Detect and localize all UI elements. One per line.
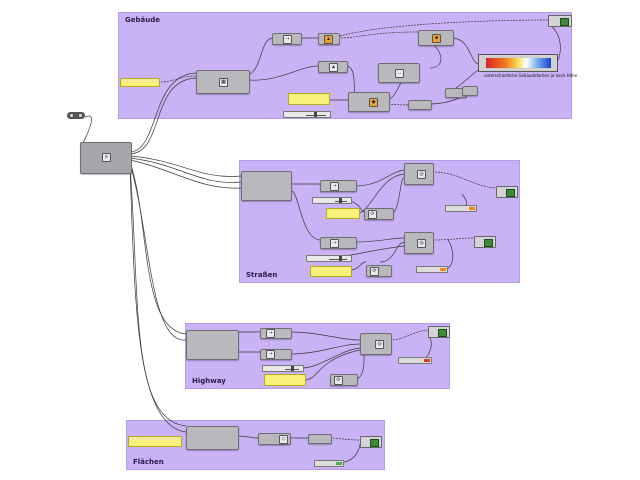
component-icon: ▦ xyxy=(219,78,228,87)
component-icon: ⇢ xyxy=(266,350,275,359)
preview-icon xyxy=(438,329,447,337)
yellow-panel[interactable] xyxy=(264,374,306,386)
group-title: Highway xyxy=(192,377,226,385)
component-icon: ⇢ xyxy=(283,35,292,44)
component-icon: ⟳ xyxy=(368,210,377,219)
color-swatch-icon xyxy=(469,207,475,210)
colour-swatch[interactable] xyxy=(445,205,477,212)
pipe-node-highway[interactable]: ◎ xyxy=(360,333,392,355)
component-icon: ↔ xyxy=(395,69,404,78)
preview-icon xyxy=(484,239,493,247)
boundary-node[interactable]: ◇ xyxy=(258,433,291,445)
slider-knob[interactable] xyxy=(291,366,294,371)
join-node[interactable]: ⇢ xyxy=(320,180,357,192)
preview-icon xyxy=(560,18,569,26)
slider-knob[interactable] xyxy=(339,256,342,261)
number-slider[interactable] xyxy=(283,111,331,118)
gradient-caption: unterschiedliche Gebäudefarben je nach H… xyxy=(484,73,578,78)
areas-filter-node[interactable] xyxy=(186,426,239,450)
custom-preview-node[interactable] xyxy=(360,436,382,448)
remap-node[interactable]: ■ xyxy=(418,30,454,46)
round-node-highway[interactable]: ⟳ xyxy=(330,374,358,386)
component-icon: ▲ xyxy=(329,63,338,72)
number-slider[interactable] xyxy=(306,255,352,262)
component-icon: ≡ xyxy=(102,153,111,162)
component-icon: ◎ xyxy=(417,239,426,248)
component-icon: ◎ xyxy=(417,170,426,179)
custom-preview-node[interactable] xyxy=(428,326,450,338)
group-title: Flächen xyxy=(133,458,164,466)
pipe-node-2[interactable]: ◎ xyxy=(404,232,434,254)
component-icon: ◇ xyxy=(279,435,288,444)
color-swatch-icon xyxy=(336,462,342,465)
component-icon: ⇢ xyxy=(330,182,339,191)
slider-track xyxy=(329,258,347,260)
gradient-icon[interactable] xyxy=(478,54,558,72)
color-swatch-icon xyxy=(440,268,446,271)
slider-knob[interactable] xyxy=(339,198,342,203)
join-node-areas[interactable] xyxy=(308,434,332,444)
toggle-icon[interactable] xyxy=(67,112,85,119)
yellow-panel[interactable] xyxy=(128,436,182,447)
colour-swatch[interactable] xyxy=(398,357,432,364)
component-icon: ⟳ xyxy=(334,376,343,385)
component-icon: ⇢ xyxy=(266,329,275,338)
component-icon: ⟳ xyxy=(370,267,379,276)
yellow-panel[interactable] xyxy=(326,208,360,219)
colour-swatch[interactable] xyxy=(416,266,448,273)
gradient-input-node-2[interactable] xyxy=(462,86,478,96)
building-filter-node[interactable]: ▦ xyxy=(196,70,250,94)
join-node-highway[interactable]: ⇢ xyxy=(260,328,292,339)
component-icon: ⇢ xyxy=(330,239,339,248)
join-node-highway-2[interactable]: ⇢ xyxy=(260,349,292,360)
yellow-panel[interactable] xyxy=(120,78,160,87)
merge-icon: ◆ xyxy=(369,98,378,107)
gradient-bar xyxy=(486,58,551,68)
extrude-icon: ▲ xyxy=(324,35,333,44)
preview-icon xyxy=(370,439,379,447)
number-slider[interactable] xyxy=(312,197,352,204)
component-icon: ■ xyxy=(432,34,441,43)
round-node[interactable]: ⟳ xyxy=(364,208,394,220)
number-slider[interactable] xyxy=(262,365,304,372)
colour-swatch[interactable] xyxy=(314,460,344,467)
extrude-node[interactable]: ▲ xyxy=(318,33,340,45)
join-node-2[interactable]: ⇢ xyxy=(320,237,357,249)
length-node[interactable]: ▲ xyxy=(318,61,348,73)
preview-icon xyxy=(506,189,515,197)
custom-preview-node[interactable] xyxy=(548,15,572,27)
component-icon: ◎ xyxy=(375,340,384,349)
group-title: Gebäude xyxy=(125,16,160,24)
custom-preview-node[interactable] xyxy=(496,186,518,198)
custom-preview-node[interactable] xyxy=(474,236,496,248)
bounds-node[interactable]: ↔ xyxy=(378,63,420,83)
color-swatch-icon xyxy=(424,359,430,362)
yellow-panel[interactable] xyxy=(310,266,352,277)
osm-source-node[interactable]: ≡ xyxy=(80,142,132,174)
slider-knob[interactable] xyxy=(314,112,317,117)
round-node-2[interactable]: ⟳ xyxy=(366,265,392,277)
highway-filter-node[interactable] xyxy=(186,330,239,360)
height-node[interactable]: ⇢ xyxy=(272,33,302,45)
color-node[interactable] xyxy=(408,100,432,110)
streets-filter-node[interactable] xyxy=(241,171,292,201)
merge-node[interactable]: ◆ xyxy=(348,92,390,112)
group-title: Straßen xyxy=(246,271,278,279)
yellow-panel[interactable] xyxy=(288,93,330,105)
pipe-node[interactable]: ◎ xyxy=(404,163,434,185)
